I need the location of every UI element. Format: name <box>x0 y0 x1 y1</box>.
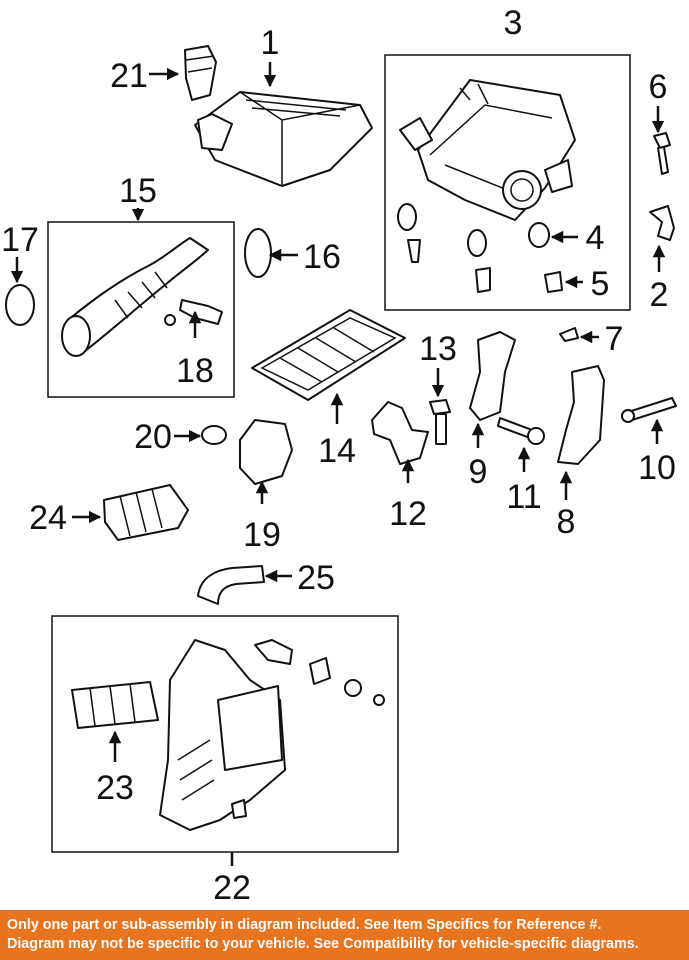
callout-16: 16 <box>303 238 341 276</box>
part-bolt-13 <box>429 399 451 445</box>
part-clamp-16 <box>244 228 272 278</box>
part-duct-23 <box>71 681 159 729</box>
callout-24: 24 <box>29 499 67 537</box>
callout-12: 12 <box>389 495 427 533</box>
callout-14: 14 <box>318 432 356 470</box>
part-boot-24 <box>103 484 189 541</box>
callout-13: 13 <box>419 330 457 368</box>
callout-25: 25 <box>297 559 335 597</box>
callout-1: 1 <box>261 24 280 62</box>
part-bracket-8 <box>557 365 605 465</box>
part-resonator-19 <box>239 419 293 485</box>
part-bracket-9 <box>469 331 516 421</box>
callout-10: 10 <box>638 449 676 487</box>
callout-19: 19 <box>243 516 281 554</box>
callout-5: 5 <box>591 265 610 303</box>
callout-17: 17 <box>1 221 39 259</box>
part-resonator-22 <box>159 639 385 831</box>
part-bolt-10 <box>621 397 677 423</box>
callout-2: 2 <box>650 276 669 314</box>
callout-6: 6 <box>649 68 668 106</box>
callout-8: 8 <box>557 503 576 541</box>
part-inlet-tube-15 <box>61 237 209 357</box>
group-box-inlet-tube <box>47 221 235 398</box>
part-bolt-11 <box>497 417 545 445</box>
callout-15: 15 <box>119 172 157 210</box>
part-seal-20 <box>201 425 227 445</box>
part-bolt-6 <box>653 132 671 175</box>
part-bracket-12 <box>371 401 429 465</box>
parts-diagram: 1 2 3 4 5 6 7 8 9 10 11 12 13 14 15 16 1… <box>1 4 677 907</box>
callout-9: 9 <box>469 453 488 491</box>
part-intake-duct-21 <box>184 45 217 101</box>
part-air-cleaner-cover <box>194 91 373 187</box>
part-clamp-17 <box>5 284 35 326</box>
callout-22: 22 <box>213 869 251 907</box>
callout-18: 18 <box>176 352 214 390</box>
callout-3: 3 <box>504 4 523 42</box>
part-air-filter-14 <box>251 309 406 401</box>
part-clip-7 <box>559 327 579 342</box>
callout-20: 20 <box>134 418 172 456</box>
disclaimer-line-1: Only one part or sub-assembly in diagram… <box>7 917 602 933</box>
callout-21: 21 <box>110 57 148 95</box>
callouts: 1 2 3 4 5 6 7 8 9 10 11 12 13 14 15 16 1… <box>1 4 676 907</box>
leader-lines <box>10 62 666 866</box>
part-hose-25 <box>197 565 265 605</box>
disclaimer-line-2: Diagram may not be specific to your vehi… <box>7 936 639 952</box>
disclaimer-banner: Only one part or sub-assembly in diagram… <box>0 910 689 960</box>
group-box-air-cleaner-case <box>384 54 631 311</box>
part-air-cleaner-case <box>399 79 576 221</box>
part-clip-5 <box>475 267 563 293</box>
part-clip-2 <box>649 205 675 241</box>
part-sensor-18 <box>164 299 223 326</box>
callout-11: 11 <box>506 478 541 516</box>
part-grommets-4 <box>397 203 550 263</box>
callout-23: 23 <box>96 769 134 807</box>
group-box-resonator <box>51 615 399 853</box>
callout-7: 7 <box>605 320 624 358</box>
callout-4: 4 <box>586 219 605 257</box>
